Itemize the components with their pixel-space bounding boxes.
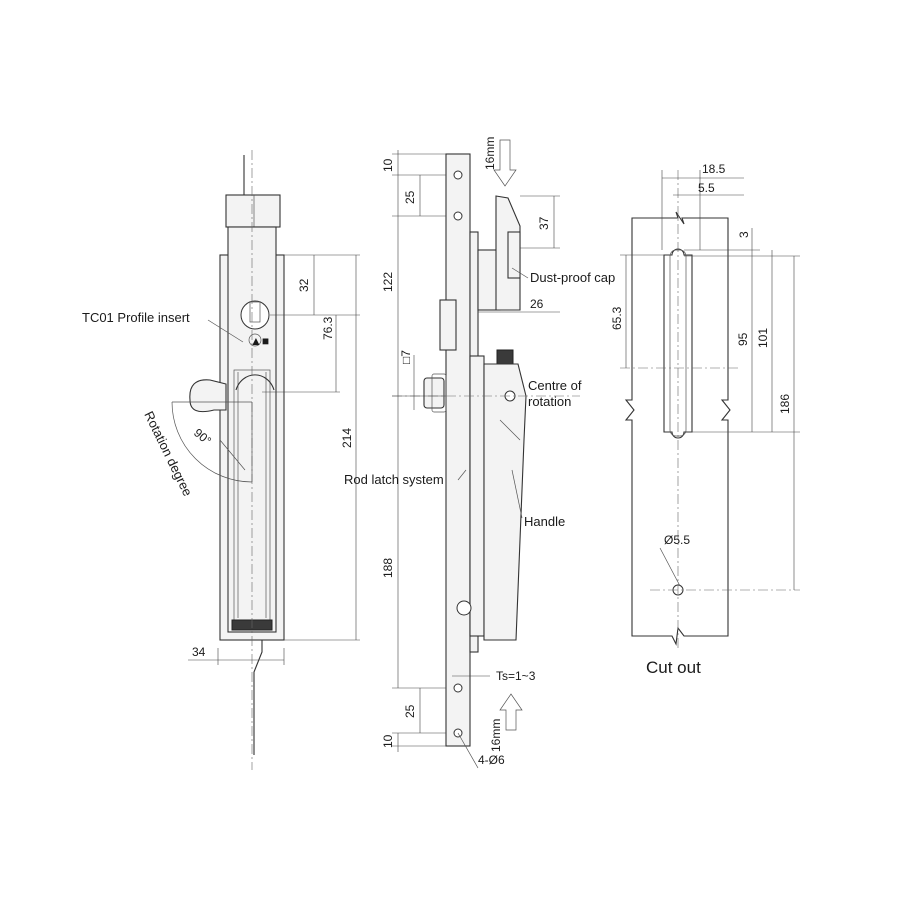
label-ts-range: Ts=1~3 [496, 669, 536, 683]
dim-95: 95 [736, 332, 750, 346]
label-rotation-degree: Rotation degree [141, 409, 195, 499]
dim-188: 188 [381, 558, 395, 578]
cutout-view [620, 170, 800, 650]
dim-18-5: 18.5 [702, 162, 726, 176]
dim-26: 26 [530, 297, 544, 311]
label-rod-latch-system: Rod latch system [344, 472, 444, 487]
dim-186: 186 [778, 394, 792, 414]
dim-32: 32 [297, 278, 311, 292]
dim-25-top: 25 [403, 190, 417, 204]
dim-hole-dia: Ø5.5 [664, 533, 690, 547]
dim-10-top: 10 [381, 158, 395, 172]
dim-101: 101 [756, 328, 770, 348]
front-view: ▲■ [171, 150, 360, 770]
label-handle: Handle [524, 514, 565, 529]
label-tc01-profile-insert: TC01 Profile insert [82, 310, 190, 325]
dim-34: 34 [192, 645, 206, 659]
dim-7: □7 [399, 350, 413, 364]
label-cut-out: Cut out [646, 658, 701, 677]
dim-76-3: 76.3 [321, 316, 335, 340]
dim-214: 214 [340, 428, 354, 448]
leader-dust-proof-cap [511, 267, 529, 279]
label-mounting-holes: 4-Ø6 [478, 753, 505, 767]
leader-rod-latch [457, 469, 467, 481]
side-view [392, 139, 580, 769]
label-centre-of-rotation-1: Centre of [528, 378, 582, 393]
dim-3: 3 [737, 231, 751, 238]
leader-handle [511, 469, 523, 519]
dim-5-5-top: 5.5 [698, 181, 715, 195]
label-travel-bottom: 16mm [489, 719, 503, 752]
label-rotation-angle: 90° [191, 426, 214, 449]
dim-65-3: 65.3 [610, 306, 624, 330]
label-travel-top: 16mm [483, 137, 497, 170]
dim-122: 122 [381, 272, 395, 292]
lock-cylinder [240, 300, 270, 330]
leader-tc01 [207, 319, 244, 343]
label-dust-proof-cap: Dust-proof cap [530, 270, 615, 285]
svg-text:▲■: ▲■ [250, 334, 269, 348]
label-centre-of-rotation-2: rotation [528, 394, 571, 409]
dim-25-bottom: 25 [403, 704, 417, 718]
dim-37: 37 [537, 216, 551, 230]
dim-10-bottom: 10 [381, 734, 395, 748]
